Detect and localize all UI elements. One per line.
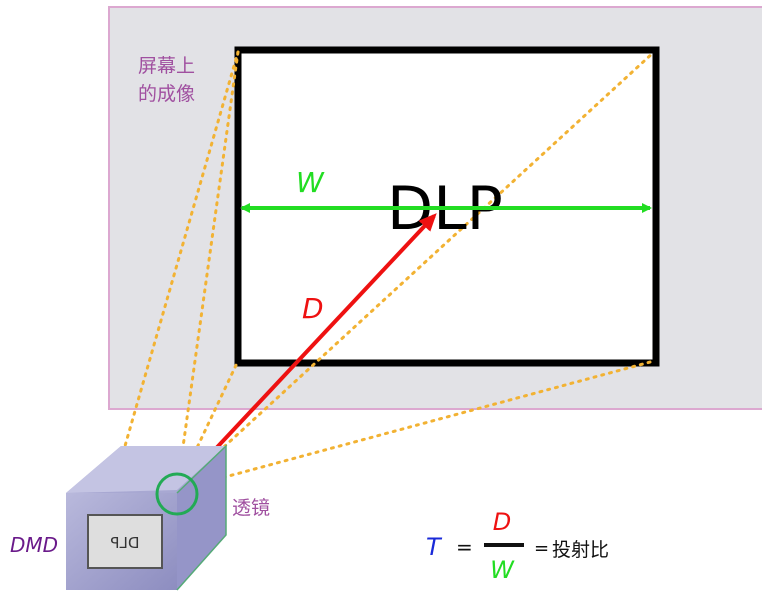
distance-symbol: D [302,292,324,325]
formula-equals: = [456,535,473,559]
screen-image-label: 屏幕上 的成像 [138,55,201,105]
lens-circle-icon [155,472,199,516]
projector-cube-icon: DLP [66,444,227,591]
distance-arrow [175,213,437,492]
throw-ratio-formula: T = D W = 投射比 [426,508,609,584]
throw-ratio-meaning: 投射比 [552,539,609,561]
lens-label: 透镜 [232,497,270,519]
formula-denominator: W [490,556,515,584]
screen-image-label-line1: 屏幕上 [138,55,195,77]
throw-symbol: T [426,533,443,561]
formula-equals-2: = [534,538,549,559]
formula-numerator: D [493,508,511,536]
dmd-label: DMD [10,533,58,557]
dmd-chip [87,514,163,569]
screen-image-label-line2: 的成像 [138,83,195,105]
dmd-chip-text: DLP [111,534,140,552]
width-symbol: W [296,166,325,199]
